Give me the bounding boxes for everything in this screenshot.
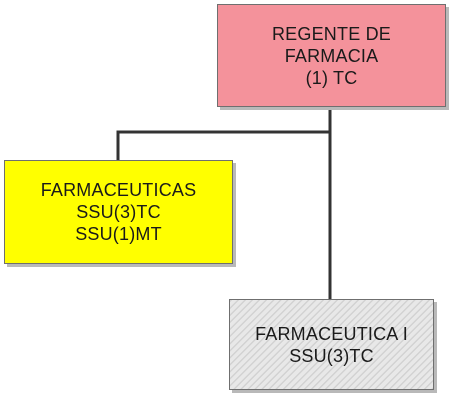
node-farmaceuticas[interactable]: FARMACEUTICAS SSU(3)TC SSU(1)MT xyxy=(4,160,233,264)
node-regente-line-2: FARMACIA xyxy=(284,45,379,66)
node-farmaceuticas-line-3: SSU(1)MT xyxy=(75,224,162,244)
node-farmaceuticas-line-2: SSU(3)TC xyxy=(76,202,161,222)
node-farmaceutica-i-line-1: FARMACEUTICA I xyxy=(255,323,408,344)
node-farmaceutica-i[interactable]: FARMACEUTICA I SSU(3)TC xyxy=(229,299,434,390)
connector-regente-to-farmaceuticas xyxy=(116,107,332,160)
node-regente-line-3: (1) TC xyxy=(305,67,358,88)
node-regente-de-farmacia[interactable]: REGENTE DE FARMACIA (1) TC xyxy=(217,4,446,107)
node-regente-line-1: REGENTE DE xyxy=(271,23,392,44)
node-farmaceuticas-line-1: FARMACEUTICAS xyxy=(40,180,197,200)
node-farmaceutica-i-line-2: SSU(3)TC xyxy=(289,345,374,366)
